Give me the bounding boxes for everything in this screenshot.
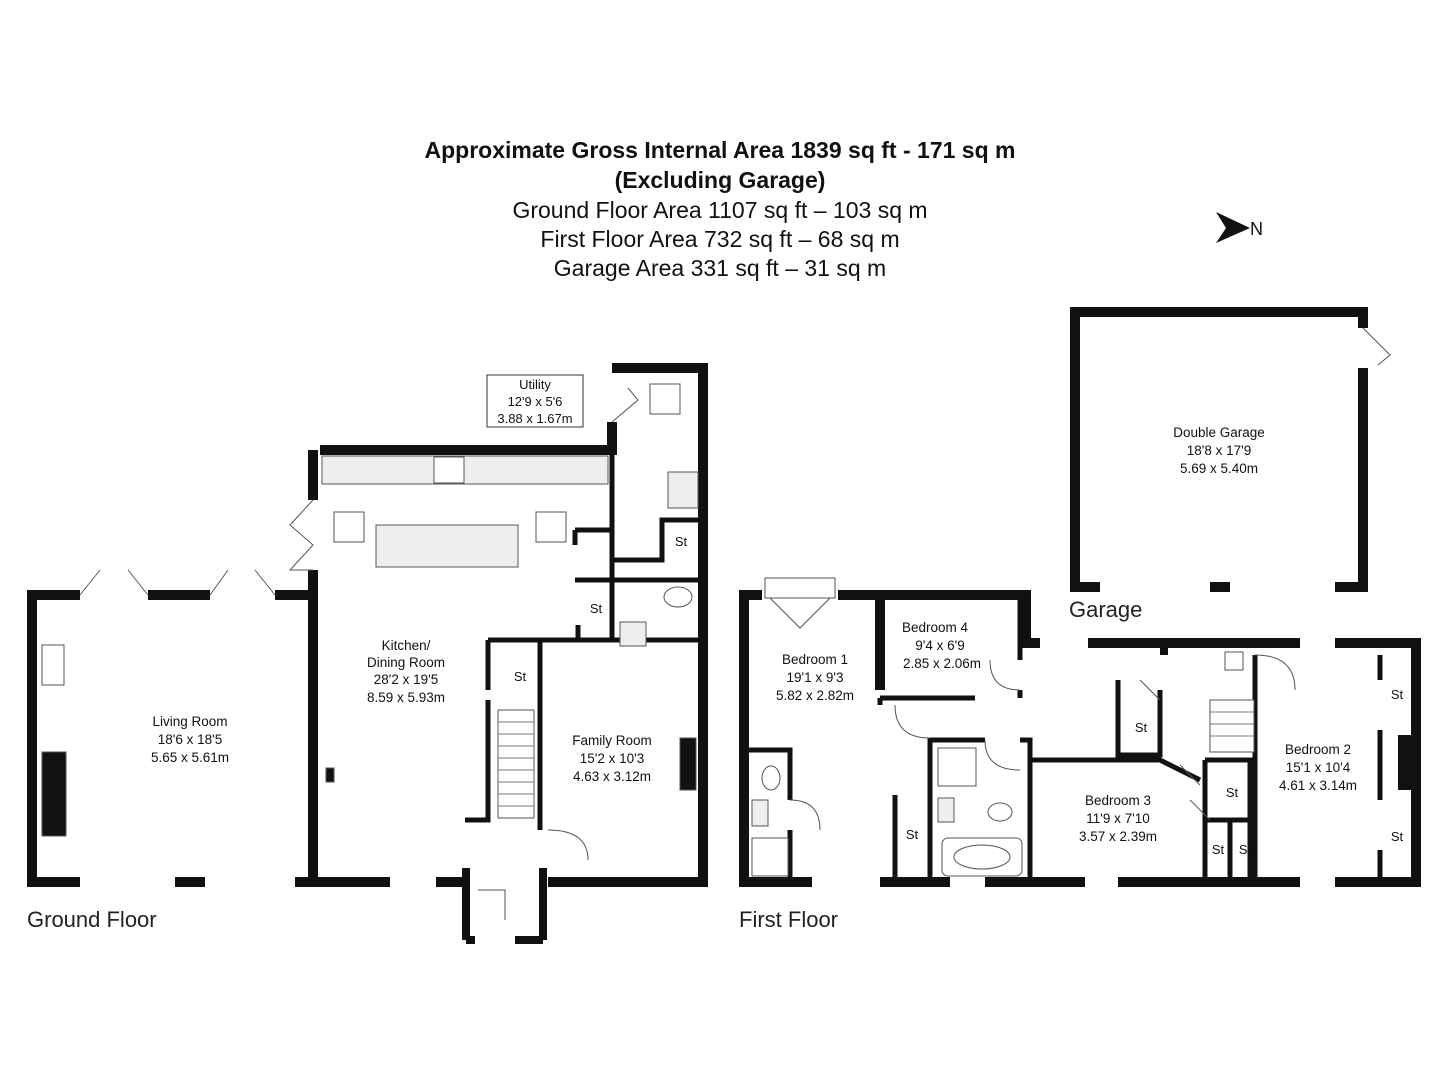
family-imperial: 15'2 x 10'3 [580,751,644,766]
first-floor-doors [769,597,1296,831]
storage-label: St [1135,720,1148,735]
kitchen-name-2: Dining Room [367,655,445,670]
ground-floor-area: Ground Floor Area 1107 sq ft – 103 sq m [512,197,928,223]
first-floor-wall-blocks [1160,643,1412,790]
bedroom2-metric: 4.61 x 3.14m [1279,778,1357,793]
storage-label: St [1239,842,1252,857]
bedroom2-name: Bedroom 2 [1285,742,1351,757]
ground-floor-skylights [333,383,681,543]
area-title: Approximate Gross Internal Area 1839 sq … [424,137,1016,163]
storage-label: St [1391,829,1404,844]
north-arrow-icon [1216,212,1250,243]
ground-floor-fixtures [41,455,699,819]
garage-area: Garage Area 331 sq ft – 31 sq m [553,255,887,281]
living-imperial: 18'6 x 18'5 [158,732,222,747]
ground-floor-label: Ground Floor [27,907,157,932]
bedroom2-imperial: 15'1 x 10'4 [1286,760,1351,775]
bedroom1-metric: 5.82 x 2.82m [776,688,854,703]
storage-label: St [1212,842,1225,857]
ground-floor-doors [41,387,697,920]
bedroom4-metric: 2.85 x 2.06m [903,656,981,671]
utility-imperial: 12'9 x 5'6 [508,394,563,409]
area-subtitle: (Excluding Garage) [614,167,826,193]
kitchen-name: Kitchen/ [382,638,431,653]
bedroom1-name: Bedroom 1 [782,652,848,667]
garage-floor-label: Garage [1069,597,1142,622]
storage-label: St [1226,785,1239,800]
storage-label: St [675,534,688,549]
bedroom3-metric: 3.57 x 2.39m [1079,829,1157,844]
family-metric: 4.63 x 3.12m [573,769,651,784]
storage-label: St [590,601,603,616]
ground-floor-inner-walls [465,422,703,830]
utility-name: Utility [519,377,551,392]
bedroom3-imperial: 11'9 x 7'10 [1086,811,1149,826]
bedroom3-name: Bedroom 3 [1085,793,1151,808]
garage-imperial: 18'8 x 17'9 [1187,443,1251,458]
living-name: Living Room [152,714,227,729]
ground-floor-stairs [498,721,534,807]
garage-door-swing [1362,327,1391,366]
utility-metric: 3.88 x 1.67m [497,411,572,426]
garage-name: Double Garage [1173,425,1265,440]
storage-label: St [906,827,919,842]
first-floor-inner-walls [744,600,1383,885]
first-floor-area: First Floor Area 732 sq ft – 68 sq m [540,226,900,252]
first-floor-stairs [1210,711,1254,737]
first-floor-fixtures [751,577,1255,877]
living-metric: 5.65 x 5.61m [151,750,229,765]
bedroom1-imperial: 19'1 x 9'3 [787,670,844,685]
bedroom4-imperial: 9'4 x 6'9 [915,638,964,653]
kitchen-imperial: 28'2 x 19'5 [374,672,438,687]
storage-label: St [514,669,527,684]
bedroom4-name: Bedroom 4 [902,620,969,635]
garage-metric: 5.69 x 5.40m [1180,461,1258,476]
north-label: N [1250,219,1263,239]
family-name: Family Room [572,733,652,748]
kitchen-metric: 8.59 x 5.93m [367,690,445,705]
storage-label: St [1391,687,1404,702]
ground-floor-plan [27,363,708,944]
utility-label-box [486,374,584,428]
garage-plan [1070,307,1368,592]
first-floor-label: First Floor [739,907,838,932]
